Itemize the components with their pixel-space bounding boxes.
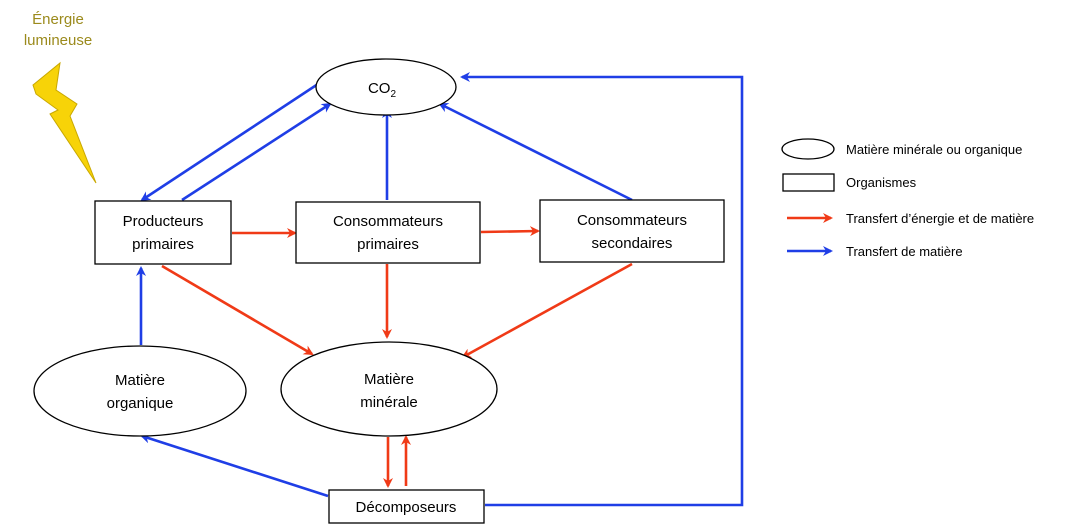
secondary-consumers-line2: secondaires	[592, 235, 673, 252]
organic-matter-line2: organique	[107, 395, 174, 412]
secondary-consumers-line1: Consommateurs	[577, 212, 687, 229]
arrow-decomposers-to-co2	[460, 72, 744, 507]
primary-consumers-line2: primaires	[357, 236, 419, 253]
co2-subscript: 2	[390, 89, 396, 100]
svg-text:CO2: CO2	[368, 80, 397, 100]
arrow-decomposers-to-organic	[140, 433, 329, 498]
organic-matter-line1: Matière	[115, 372, 165, 389]
arrow-secondary-consumers-to-mineral	[461, 262, 633, 359]
arrow-secondary-consumers-to-co2	[438, 102, 633, 202]
energy-label-line2: lumineuse	[24, 32, 92, 49]
node-primary-consumers: Consommateurs primaires	[295, 201, 481, 264]
primary-consumers-line1: Consommateurs	[333, 213, 443, 230]
lightning-icon	[32, 61, 97, 184]
node-secondary-consumers: Consommateurs secondaires	[539, 199, 725, 263]
node-co2: CO2	[315, 58, 457, 116]
legend-ellipse-label: Matière minérale ou organique	[846, 142, 1022, 157]
node-mineral-matter: Matière minérale	[280, 341, 498, 437]
producers-line2: primaires	[132, 236, 194, 253]
legend-ellipse-swatch	[781, 138, 835, 160]
arrow-primary-to-secondary-consumers	[480, 226, 540, 237]
arrow-producers-to-co2	[181, 102, 332, 202]
legend-blue-arrow-label: Transfert de matière	[846, 244, 963, 259]
co2-label: CO	[368, 80, 391, 97]
mineral-matter-line2: minérale	[360, 394, 418, 411]
decomposers-label: Décomposeurs	[356, 499, 457, 516]
legend-rectangle-label: Organismes	[846, 175, 917, 190]
legend-rectangle-swatch	[782, 173, 835, 192]
mineral-matter-line1: Matière	[364, 371, 414, 388]
node-decomposers: Décomposeurs	[328, 489, 485, 524]
arrow-co2-to-producers	[140, 82, 319, 202]
legend-red-arrow-label: Transfert d’énergie et de matière	[846, 211, 1034, 226]
legend: Matière minérale ou organique Organismes…	[781, 138, 1034, 259]
node-organic-matter: Matière organique	[33, 345, 247, 437]
node-producers: Producteurs primaires	[94, 200, 232, 265]
arrow-producers-to-mineral	[161, 264, 314, 356]
producers-line1: Producteurs	[123, 213, 204, 230]
energy-label-line1: Énergie	[32, 11, 84, 28]
